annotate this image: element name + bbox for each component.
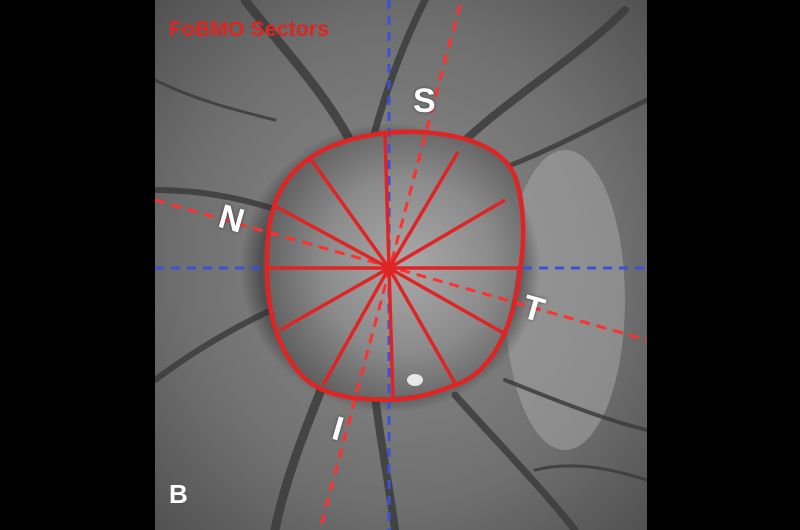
- fobmo-axes: [155, 4, 647, 530]
- panel-label: B: [169, 479, 188, 509]
- fundus-svg: [155, 0, 647, 530]
- sector-spoke: [388, 266, 508, 337]
- figure-title: FoBMO Sectors: [169, 18, 330, 41]
- sector-spokes: [268, 132, 520, 399]
- sector-spoke: [387, 151, 460, 269]
- fundus-photo: FoBMO Sectors S N T I B: [155, 0, 647, 530]
- bmo-centroid: [384, 263, 394, 273]
- sector-spoke: [279, 266, 390, 332]
- sector-spoke: [272, 203, 390, 270]
- fobmo-axis: [155, 198, 647, 342]
- peripapillary-halo: [505, 150, 625, 450]
- retinal-vessels: [155, 0, 647, 530]
- sector-spoke: [308, 156, 391, 270]
- sector-spoke: [383, 132, 391, 269]
- sector-spoke: [387, 267, 457, 384]
- direction-label-superior: S: [413, 82, 436, 120]
- disc-highlight: [407, 374, 423, 386]
- fobmo-perpendicular-axis: [318, 4, 462, 530]
- bmo-outline: [264, 129, 526, 403]
- sector-spoke: [321, 267, 391, 386]
- sector-spoke: [387, 267, 395, 399]
- sector-spoke: [388, 198, 506, 270]
